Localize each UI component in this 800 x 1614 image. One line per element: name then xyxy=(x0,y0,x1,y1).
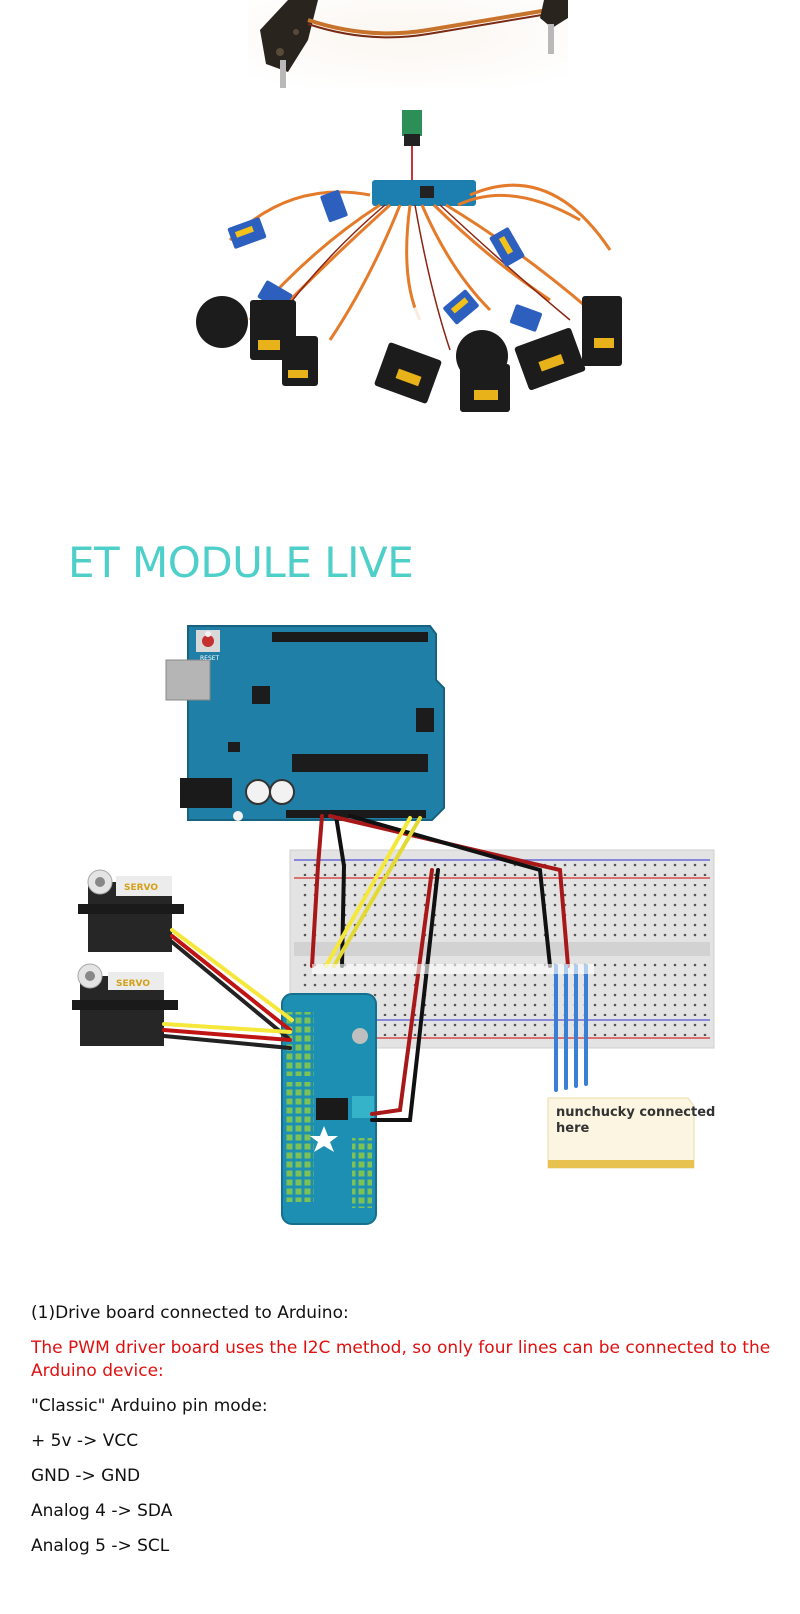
reset-label: RESET xyxy=(200,655,220,662)
servo-label-2: SERVO xyxy=(116,979,150,989)
text-line-5: GND -> GND xyxy=(31,1466,141,1486)
text-line-3: "Classic" Arduino pin mode: xyxy=(31,1396,268,1416)
robot-leg-photo xyxy=(248,0,568,88)
nunchucky-note: nunchucky connected here xyxy=(547,1097,715,1169)
servo-label-1: SERVO xyxy=(124,883,158,893)
pwm-driver-board xyxy=(281,993,377,1225)
text-line-1: (1)Drive board connected to Arduino: xyxy=(31,1303,349,1323)
note-line-2: here xyxy=(556,1121,589,1136)
text-line-6: Analog 4 -> SDA xyxy=(31,1501,173,1521)
note-line-1: nunchucky connected xyxy=(556,1105,715,1120)
servo-kit-photo xyxy=(190,100,630,430)
arduino-board: RESET xyxy=(165,625,445,821)
text-line-4: + 5v -> VCC xyxy=(31,1431,139,1451)
servo-1: SERVO xyxy=(78,869,184,952)
section-title: ET MODULE LIVE xyxy=(68,538,414,587)
text-line-7: Analog 5 -> SCL xyxy=(31,1536,170,1556)
wiring-diagram: RESET xyxy=(60,620,760,1270)
text-line-2: The PWM driver board uses the I2C method… xyxy=(31,1338,771,1381)
servo-2: SERVO xyxy=(72,963,178,1046)
